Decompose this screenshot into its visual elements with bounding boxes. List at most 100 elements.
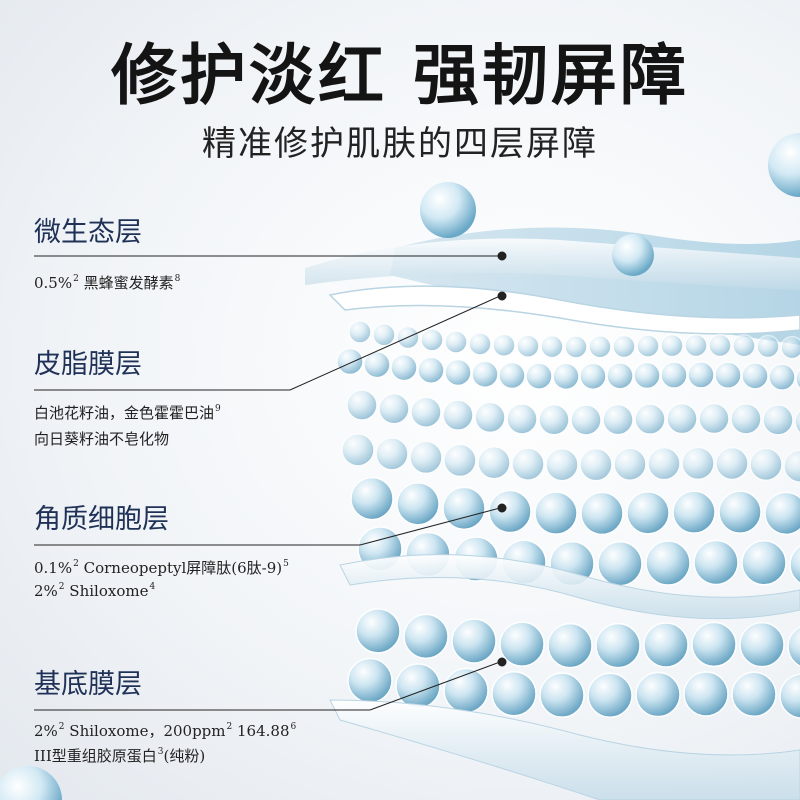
cell-bubble — [396, 482, 440, 526]
cell-bubble — [545, 447, 579, 482]
cell-bubble — [739, 621, 785, 668]
cell-bubble — [491, 670, 537, 717]
cell-bubble — [691, 621, 737, 668]
cell-bubble — [795, 368, 800, 390]
layer-detail-line: III型重组胶原蛋白3(纯粉) — [34, 745, 205, 766]
cell-bubble — [516, 334, 540, 358]
cell-bubble — [645, 540, 691, 586]
cell-bubble — [698, 402, 730, 435]
sebum-film — [328, 285, 800, 335]
cell-bubble — [444, 330, 468, 354]
cell-bubble — [538, 404, 570, 436]
footnote-marker: 2 — [58, 722, 65, 732]
footnote-marker: 2 — [73, 559, 79, 569]
cell-bubble — [506, 403, 538, 435]
water-droplet — [0, 766, 62, 800]
cell-bubble — [660, 333, 684, 358]
cell-bubble — [693, 539, 739, 586]
footnote-marker: 6 — [290, 722, 297, 732]
cell-bubble — [372, 323, 396, 347]
cell-bubble — [488, 489, 532, 534]
cell-bubble — [444, 358, 472, 387]
cell-bubble — [789, 545, 800, 584]
layer-detail-line: 2%2 Shiloxome4 — [34, 582, 155, 600]
cell-bubble — [730, 403, 762, 435]
cell-bubble — [768, 363, 796, 391]
cell-bubble — [687, 361, 715, 389]
footnote-marker: 4 — [149, 582, 156, 592]
cell-bubble — [348, 320, 372, 344]
layer-detail-line: 向日葵籽油不皂化物 — [34, 428, 169, 449]
cell-bubble — [587, 672, 633, 718]
cell-bubble — [660, 361, 688, 389]
cell-bubble — [741, 540, 787, 586]
cell-bubble — [764, 491, 800, 536]
cell-bubble — [672, 490, 716, 534]
detail-text: (纯粉) — [163, 747, 206, 765]
cell-bubble — [410, 396, 442, 428]
cell-bubble — [403, 613, 449, 660]
cell-bubble — [534, 491, 578, 535]
cell-bubble — [341, 433, 375, 467]
cell-bubble — [741, 362, 769, 390]
cell-bubble — [492, 333, 516, 357]
cell-bubble — [547, 622, 593, 669]
cell-bubble — [779, 673, 800, 719]
detail-text: 黑蜂蜜发酵素 — [78, 274, 174, 292]
cell-bubble — [564, 335, 588, 359]
footnote-marker: 2 — [226, 722, 233, 732]
cell-bubble — [350, 476, 394, 521]
cell-bubble — [602, 403, 634, 436]
cell-bubble — [443, 443, 477, 478]
cell-bubble — [498, 361, 526, 390]
detail-text: 0.1% — [34, 559, 73, 577]
cell-bubble — [375, 437, 409, 471]
detail-text: 2% — [34, 722, 58, 740]
cell-bubble — [539, 672, 585, 718]
microbiome-layer — [305, 227, 800, 345]
cell-bubble — [647, 446, 681, 481]
cell-bubble — [683, 671, 729, 717]
cell-bubble — [756, 334, 780, 359]
cell-bubble — [606, 362, 634, 390]
cell-bubble — [613, 447, 647, 481]
cell-bubble — [409, 440, 443, 475]
cell-bubble — [511, 447, 545, 481]
water-droplet — [612, 234, 654, 276]
cell-bubbles — [336, 320, 800, 719]
footnote-marker: 2 — [73, 274, 79, 284]
cell-bubble — [579, 447, 613, 482]
cell-bubble — [749, 447, 783, 482]
cell-bubble — [336, 347, 364, 376]
cell-bubble — [442, 399, 474, 431]
cell-bubble — [390, 353, 418, 382]
cell-bubble — [731, 671, 777, 718]
footnote-marker: 9 — [215, 404, 221, 414]
cell-bubble — [780, 335, 800, 360]
footnote-marker: 5 — [283, 559, 289, 569]
detail-text: 0.5% — [34, 274, 73, 292]
cell-bubble — [451, 618, 497, 664]
footnote-marker: 8 — [174, 274, 181, 284]
layer-detail-line: 0.5%2 黑蜂蜜发酵素8 — [34, 272, 180, 293]
cell-bubble — [471, 360, 499, 388]
cell-bubble — [666, 402, 698, 435]
separator-sheet-2 — [329, 699, 800, 800]
cell-bubble — [580, 491, 624, 536]
cell-bubble — [395, 663, 441, 709]
cell-bubble — [477, 445, 511, 480]
layer-detail-line: 白池花籽油，金色霍霍巴油9 — [34, 402, 221, 423]
cell-bubble — [626, 491, 670, 535]
cell-bubble — [718, 490, 762, 534]
detail-text: 2% — [34, 582, 58, 600]
cell-bubble — [732, 334, 756, 358]
cell-bubble — [474, 401, 506, 434]
cell-bubble — [714, 361, 742, 389]
detail-text: Corneopeptyl屏障肽(6肽-9) — [78, 559, 283, 577]
cell-bubble — [681, 446, 715, 481]
cell-bubble — [787, 626, 800, 667]
layer-name-stratum-corneum: 角质细胞层 — [34, 504, 169, 535]
layer-detail-line: 2%2 Shiloxome，200ppm2 164.886 — [34, 720, 296, 741]
cell-bubble — [612, 334, 636, 359]
page-title: 修护淡红 强韧屏障 — [111, 37, 689, 114]
